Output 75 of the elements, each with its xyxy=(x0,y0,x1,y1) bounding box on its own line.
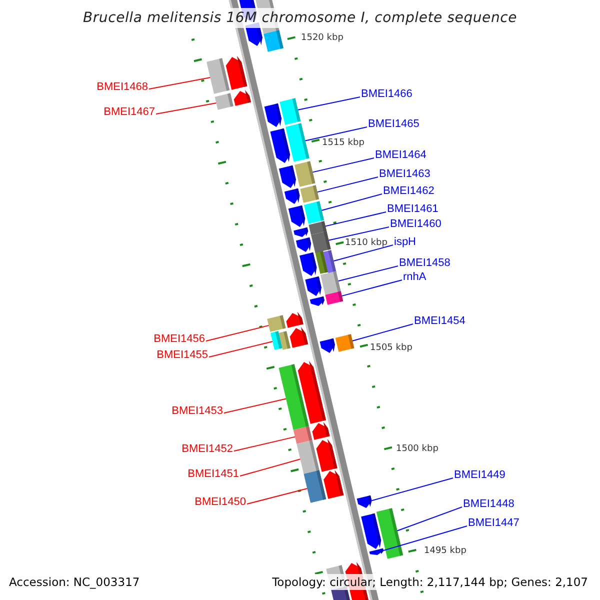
leader-line xyxy=(333,244,394,262)
leader-line xyxy=(304,126,368,142)
gene-box xyxy=(304,201,324,224)
gene-box xyxy=(311,231,331,253)
gene-label: BMEI1461 xyxy=(387,203,438,216)
leader-line xyxy=(224,398,287,414)
leader-line xyxy=(341,280,402,296)
leader-line xyxy=(297,96,360,110)
leader-line xyxy=(156,102,217,114)
gene-label: BMEI1448 xyxy=(463,498,514,511)
leader-line xyxy=(316,176,378,193)
leader-line xyxy=(338,266,398,282)
leader-line xyxy=(246,488,308,504)
tick-label: 1515 kbp xyxy=(322,139,364,148)
tick-label: 1500 kbp xyxy=(396,445,438,454)
gene-label: BMEI1455 xyxy=(156,349,208,362)
leader-line xyxy=(321,194,382,211)
gene-feature xyxy=(284,188,300,204)
tick-label: 1495 kbp xyxy=(424,547,466,556)
leader-line xyxy=(371,478,454,502)
tick-label: 1520 kbp xyxy=(301,34,344,43)
leader-line xyxy=(148,76,211,90)
leader-line xyxy=(240,458,301,476)
gene-box xyxy=(376,508,404,559)
leader-line xyxy=(382,526,468,552)
gene-label: BMEI1467 xyxy=(104,106,155,119)
gene-label: BMEI1447 xyxy=(468,517,520,530)
gene-label: BMEI1451 xyxy=(188,468,239,481)
gene-label: rnhA xyxy=(403,271,426,284)
gene-label: BMEI1456 xyxy=(154,333,205,346)
gene-box xyxy=(296,440,320,474)
gene-box xyxy=(293,426,312,444)
gene-label: BMEI1450 xyxy=(194,496,246,509)
gene-box xyxy=(280,98,301,125)
gene-box xyxy=(300,185,320,203)
gene-box xyxy=(267,315,286,332)
genome-summary-text: Topology: circular; Length: 2,117,144 bp; Genes: 2,107 xyxy=(270,574,590,590)
gene-label: BMEI1462 xyxy=(383,185,434,198)
gene-box xyxy=(325,291,344,305)
leader-line xyxy=(312,158,374,173)
gene-box xyxy=(320,271,341,295)
leader-line xyxy=(206,324,270,342)
leader-line xyxy=(396,506,462,532)
gene-label: BMEI1454 xyxy=(414,315,466,328)
gene-label: ispH xyxy=(394,236,416,249)
gene-label: BMEI1466 xyxy=(361,88,412,101)
gene-feature xyxy=(320,338,335,353)
gene-feature xyxy=(356,495,372,508)
leader-line xyxy=(352,324,414,342)
gene-label: BMEI1452 xyxy=(182,443,233,456)
gene-feature xyxy=(296,237,312,252)
gene-box xyxy=(304,470,326,503)
leader-line xyxy=(324,212,386,227)
leader-line xyxy=(234,436,296,452)
accession-text: Accession: NC_003317 xyxy=(7,574,142,590)
gene-label: BMEI1460 xyxy=(390,218,442,231)
gene-feature xyxy=(369,548,384,555)
gene-box xyxy=(335,334,354,352)
gene-box xyxy=(286,123,310,162)
gene-box xyxy=(294,161,316,187)
gene-box xyxy=(278,364,309,430)
gene-label: BMEI1453 xyxy=(172,405,223,418)
gene-box xyxy=(323,250,336,274)
tick-label: 1510 kbp xyxy=(345,239,388,248)
gene-label: BMEI1463 xyxy=(379,168,430,181)
tick-label: 1505 kbp xyxy=(370,344,412,353)
leader-line xyxy=(208,340,273,358)
gene-box xyxy=(270,331,282,350)
gene-label: BMEI1464 xyxy=(375,149,426,162)
leader-line xyxy=(328,226,390,241)
gene-box xyxy=(214,93,234,110)
gene-label: BMEI1458 xyxy=(399,257,450,270)
gene-label: BMEI1468 xyxy=(96,81,148,94)
gene-label: BMEI1449 xyxy=(454,469,506,482)
gene-label: BMEI1465 xyxy=(368,118,420,131)
